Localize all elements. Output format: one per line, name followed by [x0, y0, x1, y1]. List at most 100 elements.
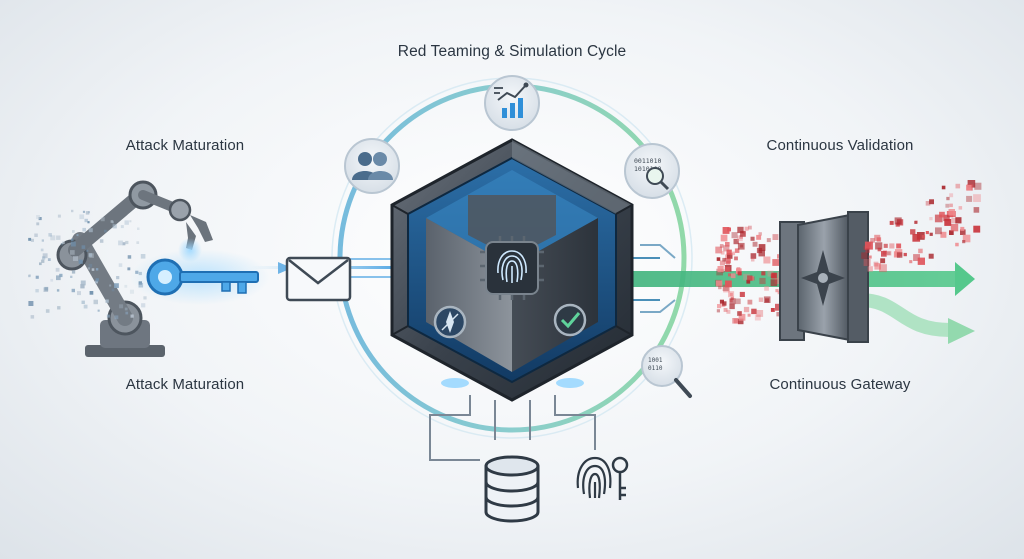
pixel-particle — [726, 253, 733, 259]
pixel-particle — [57, 306, 61, 310]
pixel-particle — [125, 311, 129, 315]
pixel-particle — [743, 306, 750, 313]
pixel-particle — [129, 220, 132, 223]
pixel-particle — [744, 226, 749, 231]
pixel-particle — [877, 247, 882, 252]
left-top-label: Attack Maturation — [125, 137, 245, 154]
pixel-particle — [28, 237, 32, 241]
pixel-particle — [38, 217, 42, 221]
pixel-particle — [99, 239, 104, 243]
pixel-particle — [28, 301, 34, 306]
pixel-particle — [912, 234, 921, 242]
pixel-particle — [41, 239, 44, 242]
pixel-particle — [62, 241, 65, 245]
attack-pixels-upper — [861, 180, 982, 273]
pixel-particle — [118, 263, 123, 267]
pixel-particle — [84, 218, 88, 223]
pixel-particle — [716, 309, 720, 313]
database-icon — [484, 455, 540, 523]
pixel-particle — [88, 253, 93, 257]
pixel-particle — [776, 312, 781, 317]
pixel-particle — [81, 300, 85, 304]
pixel-particle — [50, 278, 54, 282]
pixel-particle — [960, 226, 965, 231]
pixel-particle — [875, 242, 883, 250]
pixel-particle — [960, 229, 966, 235]
pixel-particle — [72, 230, 75, 233]
pixel-particle — [939, 211, 945, 218]
pixel-particle — [896, 243, 902, 249]
pixel-particle — [85, 211, 90, 215]
svg-text:0110: 0110 — [648, 365, 663, 372]
pixel-particle — [736, 268, 742, 274]
chart-analytics-icon — [484, 75, 540, 131]
pixel-particle — [109, 284, 112, 287]
pixel-particle — [962, 240, 966, 244]
pixel-particle — [966, 185, 972, 191]
pixel-particle — [71, 209, 74, 213]
pixel-particle — [734, 256, 738, 261]
pixel-particle — [97, 309, 100, 312]
diagram-title: Red Teaming & Simulation Cycle — [397, 43, 627, 60]
pixel-particle — [116, 276, 120, 280]
svg-text:1001: 1001 — [648, 357, 663, 364]
pixel-particle — [917, 257, 925, 265]
pixel-particle — [870, 238, 875, 243]
pixel-particle — [761, 271, 766, 276]
pixel-particle — [918, 248, 923, 254]
pixel-particle — [143, 296, 147, 300]
pixel-particle — [864, 241, 873, 250]
pixel-particle — [861, 252, 868, 259]
pixel-particle — [127, 267, 131, 271]
fingerprint-icon — [576, 456, 612, 499]
pixel-particle — [119, 304, 124, 309]
pixel-particle — [104, 229, 107, 233]
pixel-particle — [865, 248, 870, 253]
pixel-particle — [70, 275, 73, 278]
pixel-particle — [35, 289, 39, 293]
pixel-particle — [914, 221, 918, 224]
pixel-particle — [42, 253, 48, 259]
pixel-particle — [30, 238, 34, 242]
pixel-particle — [974, 182, 982, 190]
pixel-particle — [772, 259, 780, 266]
pixel-particle — [740, 231, 746, 237]
pixel-particle — [124, 284, 128, 288]
pixel-particle — [730, 273, 736, 279]
pixel-particle — [916, 232, 925, 240]
pixel-particle — [724, 266, 730, 272]
pixel-particle — [717, 266, 724, 273]
pixel-particle — [863, 259, 871, 266]
pixel-particle — [78, 259, 83, 264]
pixel-particle — [124, 307, 128, 311]
pixel-particle — [41, 259, 45, 263]
pixel-particle — [716, 280, 723, 287]
pixel-particle — [948, 209, 955, 216]
pixel-particle — [732, 318, 738, 324]
pixel-particle — [127, 255, 132, 259]
pixel-particle — [763, 256, 771, 264]
pixel-particle — [725, 242, 730, 247]
pixel-particle — [56, 289, 60, 292]
pixel-particle — [137, 227, 140, 230]
right-bottom-label: Continuous Gateway — [769, 376, 911, 393]
pixel-particle — [962, 234, 971, 243]
pixel-particle — [130, 314, 134, 318]
pixel-particle — [886, 251, 891, 256]
pixel-particle — [766, 238, 771, 243]
pixel-particle — [949, 203, 953, 208]
robot-arm-illustration — [56, 180, 213, 357]
pixel-particle — [45, 309, 50, 313]
pixel-particle — [55, 267, 60, 272]
pixel-particle — [71, 270, 76, 274]
pixel-particle — [36, 215, 40, 219]
pixel-particle — [880, 258, 886, 264]
binary-search-icon-lower: 1001 0110 — [641, 345, 692, 398]
pixel-particle — [771, 272, 777, 279]
pixel-particle — [874, 234, 881, 241]
pixel-particle — [50, 235, 56, 241]
pixel-particle — [125, 240, 129, 245]
pixel-particle — [743, 273, 750, 281]
pixel-particle — [764, 286, 769, 291]
pixel-particle — [737, 271, 742, 276]
